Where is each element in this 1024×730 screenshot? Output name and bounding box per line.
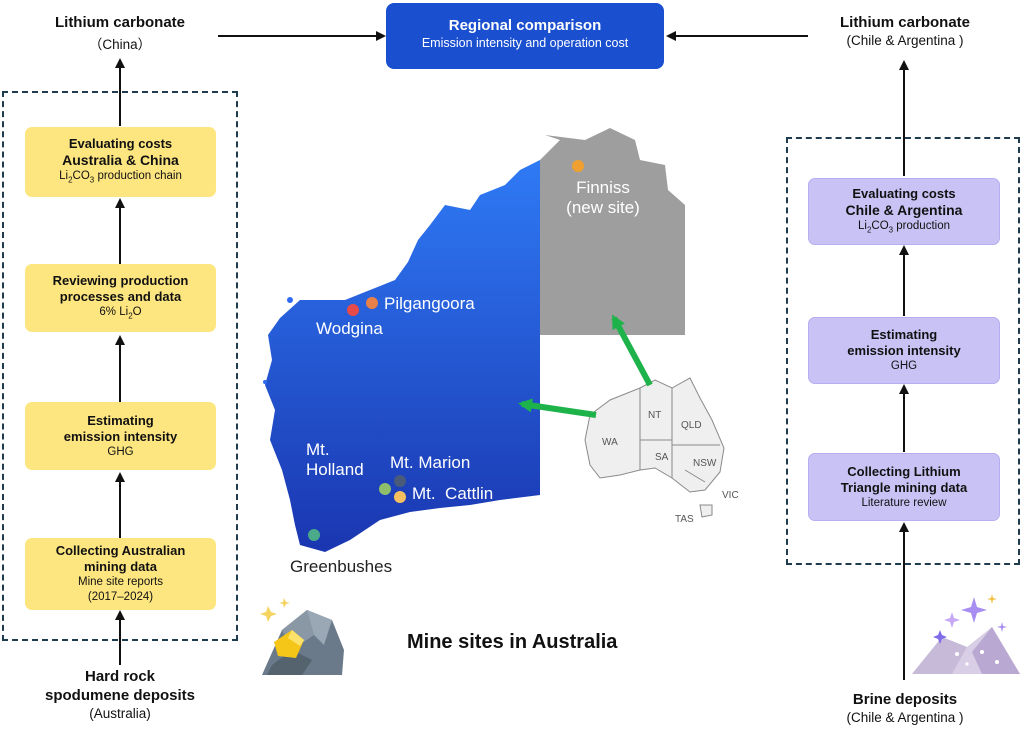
nt-region: [540, 128, 685, 335]
box-line2: emission intensity: [63, 428, 178, 444]
box-line1: Collecting Lithium: [847, 463, 961, 479]
right-box-evaluating-costs: Evaluating costs Chile & Argentina Li2CO…: [808, 178, 1000, 245]
state-label-vic: VIC: [722, 490, 739, 501]
site-label-finniss: Finniss (new site): [548, 178, 658, 218]
right-top-label: Lithium carbonate (Chile & Argentina ): [800, 14, 1010, 48]
state-label-nt: NT: [648, 410, 662, 421]
site-label-wodgina: Wodgina: [316, 319, 383, 338]
box-line2: mining data: [84, 559, 157, 574]
left-top-label: Lithium carbonate （China）: [20, 14, 220, 53]
site-dot-wodgina: [347, 304, 359, 316]
site-label-pilgangoora: Pilgangoora: [384, 294, 475, 313]
left-bottom-title-2: spodumene deposits: [44, 687, 196, 704]
box-sub: 6% Li2O: [99, 305, 142, 321]
left-box-evaluating-costs: Evaluating costs Australia & China Li2CO…: [25, 127, 216, 197]
box-line1: Evaluating costs: [852, 185, 956, 201]
box-line1: Collecting Australian: [55, 543, 186, 558]
wa-region: [265, 160, 540, 552]
site-dot-mt-cattlin: [394, 491, 406, 503]
site-dot-mt-holland: [379, 483, 391, 495]
box-line2: processes and data: [59, 288, 182, 304]
island: [263, 380, 267, 384]
green-arrow-nt: [611, 314, 653, 387]
box-line2: emission intensity: [847, 343, 961, 358]
regional-comparison-box: Regional comparison Emission intensity a…: [386, 3, 664, 69]
site-dot-finniss: [572, 160, 584, 172]
left-bottom-title-1: Hard rock: [84, 668, 156, 685]
site-dot-mt-marion: [394, 475, 406, 487]
left-top-sub: （China）: [88, 37, 152, 52]
box-line1: Estimating: [87, 412, 154, 428]
right-dashed-group: [786, 137, 1020, 565]
brine-salt-icon: [912, 594, 1020, 674]
box-sub: Literature review: [861, 496, 947, 509]
box-line2: Chile & Argentina: [845, 201, 963, 218]
left-box-estimating-emission: Estimating emission intensity GHG: [25, 402, 216, 470]
island: [287, 297, 293, 303]
rock-ore-icon: [260, 598, 344, 675]
site-dot-pilgangoora: [366, 297, 378, 309]
site-label-greenbushes: Greenbushes: [290, 557, 393, 576]
box-line2: Australia & China: [62, 152, 179, 169]
site-label-mt-holland: Mt. Holland: [306, 440, 364, 480]
site-label-mt-marion: Mt. Marion: [390, 453, 471, 472]
australia-mini-map: [584, 377, 725, 518]
map-caption: Mine sites in Australia: [407, 631, 618, 653]
box-sub: Mine site reports: [77, 576, 163, 588]
state-label-nsw: NSW: [693, 458, 717, 469]
right-bottom-sub: (Chile & Argentina ): [846, 710, 964, 725]
right-top-sub: (Chile & Argentina ): [846, 33, 964, 48]
site-label-mt-cattlin: Mt. Cattlin: [412, 484, 494, 503]
state-label-wa: WA: [602, 437, 618, 448]
box-sub: GHG: [107, 445, 134, 458]
box-line2: Triangle mining data: [840, 479, 968, 495]
header-title: Regional comparison: [448, 17, 602, 34]
box-line1: Estimating: [870, 327, 938, 342]
box-sub2: (2017–2024): [87, 591, 154, 603]
finniss-note: (new site): [566, 198, 640, 217]
box-line1: Evaluating costs: [68, 136, 173, 152]
header-subtitle: Emission intensity and operation cost: [421, 36, 629, 50]
right-bottom-label: Brine deposits (Chile & Argentina ): [800, 690, 1010, 727]
green-arrow-wa: [518, 398, 597, 418]
site-dot-greenbushes: [308, 529, 320, 541]
left-top-title: Lithium carbonate: [54, 14, 185, 31]
right-box-collecting-lithium: Collecting Lithium Triangle mining data …: [808, 453, 1000, 521]
left-dashed-group: [2, 91, 238, 641]
mt-holland-line2: Holland: [306, 460, 364, 479]
state-label-qld: QLD: [681, 420, 702, 431]
state-label-tas: TAS: [675, 514, 694, 525]
left-box-reviewing-production: Reviewing production processes and data …: [25, 264, 216, 332]
australia-mini-borders: [639, 388, 720, 483]
state-label-sa: SA: [655, 452, 669, 463]
box-sub: Li2CO3 production chain: [59, 170, 182, 185]
left-bottom-label: Hard rock spodumene deposits (Australia): [10, 667, 230, 723]
left-bottom-sub: (Australia): [89, 706, 151, 721]
left-box-collecting-australian: Collecting Australian mining data Mine s…: [25, 538, 216, 610]
island: [542, 187, 548, 193]
right-bottom-title: Brine deposits: [852, 691, 958, 708]
mt-holland-line1: Mt.: [306, 440, 330, 459]
finniss-name: Finniss: [576, 178, 630, 197]
box-sub: Li2CO3 production: [857, 219, 950, 235]
box-sub: GHG: [890, 360, 918, 372]
right-top-title: Lithium carbonate: [839, 14, 970, 31]
right-box-estimating-emission: Estimating emission intensity GHG: [808, 317, 1000, 384]
box-line1: Reviewing production: [52, 272, 189, 288]
